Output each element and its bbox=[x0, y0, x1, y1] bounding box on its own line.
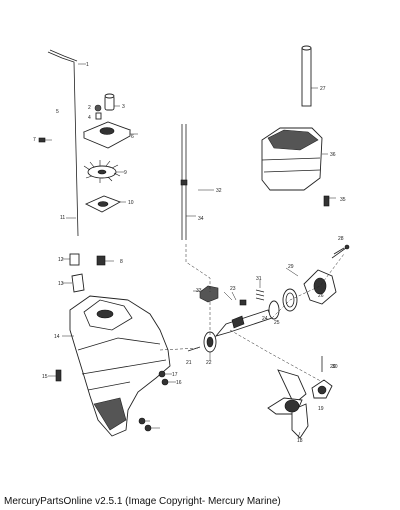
callout-24: 24 bbox=[262, 316, 268, 322]
callout-26: 26 bbox=[318, 293, 324, 299]
callout-4: 4 bbox=[88, 115, 91, 121]
callout-25: 25 bbox=[274, 320, 280, 326]
callout-1: 1 bbox=[86, 62, 89, 68]
callout-10: 10 bbox=[128, 200, 134, 206]
callout-28: 28 bbox=[338, 236, 344, 242]
bolt-28[interactable] bbox=[331, 244, 350, 259]
propeller-shaft[interactable] bbox=[214, 280, 273, 337]
callout-3: 3 bbox=[122, 104, 125, 110]
face-plate[interactable] bbox=[84, 195, 126, 213]
driveshaft[interactable] bbox=[180, 124, 214, 240]
callout-6: 6 bbox=[131, 134, 134, 140]
callout-11: 11 bbox=[60, 215, 65, 221]
callout-31: 31 bbox=[256, 276, 262, 282]
callout-12: 12 bbox=[58, 257, 64, 263]
callout-20: 20 bbox=[330, 364, 336, 370]
water-tube-parts[interactable] bbox=[94, 93, 120, 120]
callout-23: 23 bbox=[230, 286, 236, 292]
callout-30: 30 bbox=[332, 364, 338, 370]
callout-21: 21 bbox=[186, 360, 192, 366]
assembly-lines bbox=[159, 244, 345, 385]
callout-35: 35 bbox=[340, 197, 346, 203]
exhaust-tube[interactable] bbox=[301, 45, 318, 107]
callout-15: 15 bbox=[42, 374, 48, 380]
callout-8: 8 bbox=[120, 259, 123, 265]
propeller[interactable] bbox=[267, 356, 333, 439]
callout-9: 9 bbox=[124, 170, 127, 176]
pinion-gear[interactable] bbox=[193, 285, 219, 303]
callout-19: 19 bbox=[318, 406, 324, 412]
callout-16: 16 bbox=[176, 380, 182, 386]
callout-2: 2 bbox=[88, 105, 91, 111]
shift-rod[interactable] bbox=[47, 49, 86, 237]
callout-7: 7 bbox=[33, 137, 36, 143]
callout-32: 32 bbox=[216, 188, 222, 194]
exploded-parts-diagram: 1 2 3 4 5 6 7 8 9 10 11 12 13 14 15 16 1… bbox=[33, 45, 350, 444]
callout-18: 18 bbox=[297, 438, 303, 444]
callout-numbers: 1 2 3 4 5 6 7 8 9 10 11 12 13 14 15 16 1… bbox=[33, 62, 346, 444]
exhaust-housing[interactable] bbox=[261, 127, 336, 207]
copyright-caption: MercuryPartsOnline v2.5.1 (Image Copyrig… bbox=[4, 496, 281, 507]
callout-22: 22 bbox=[206, 360, 212, 366]
callout-17: 17 bbox=[172, 372, 178, 378]
small-parts-left[interactable] bbox=[62, 253, 114, 293]
callout-14: 14 bbox=[54, 334, 60, 340]
callout-27: 27 bbox=[320, 86, 326, 92]
bearing-carrier[interactable] bbox=[268, 247, 345, 320]
gear-housing[interactable] bbox=[62, 295, 171, 437]
callout-29: 29 bbox=[288, 264, 294, 270]
forward-gear[interactable] bbox=[187, 331, 217, 360]
callout-36: 36 bbox=[330, 152, 336, 158]
housing-bolts[interactable] bbox=[48, 369, 176, 432]
callout-33: 33 bbox=[196, 288, 202, 294]
callout-5: 5 bbox=[56, 109, 59, 115]
water-pump-housing[interactable] bbox=[38, 121, 138, 149]
impeller[interactable] bbox=[83, 160, 124, 183]
callout-13: 13 bbox=[58, 281, 64, 287]
callout-34: 34 bbox=[198, 216, 204, 222]
